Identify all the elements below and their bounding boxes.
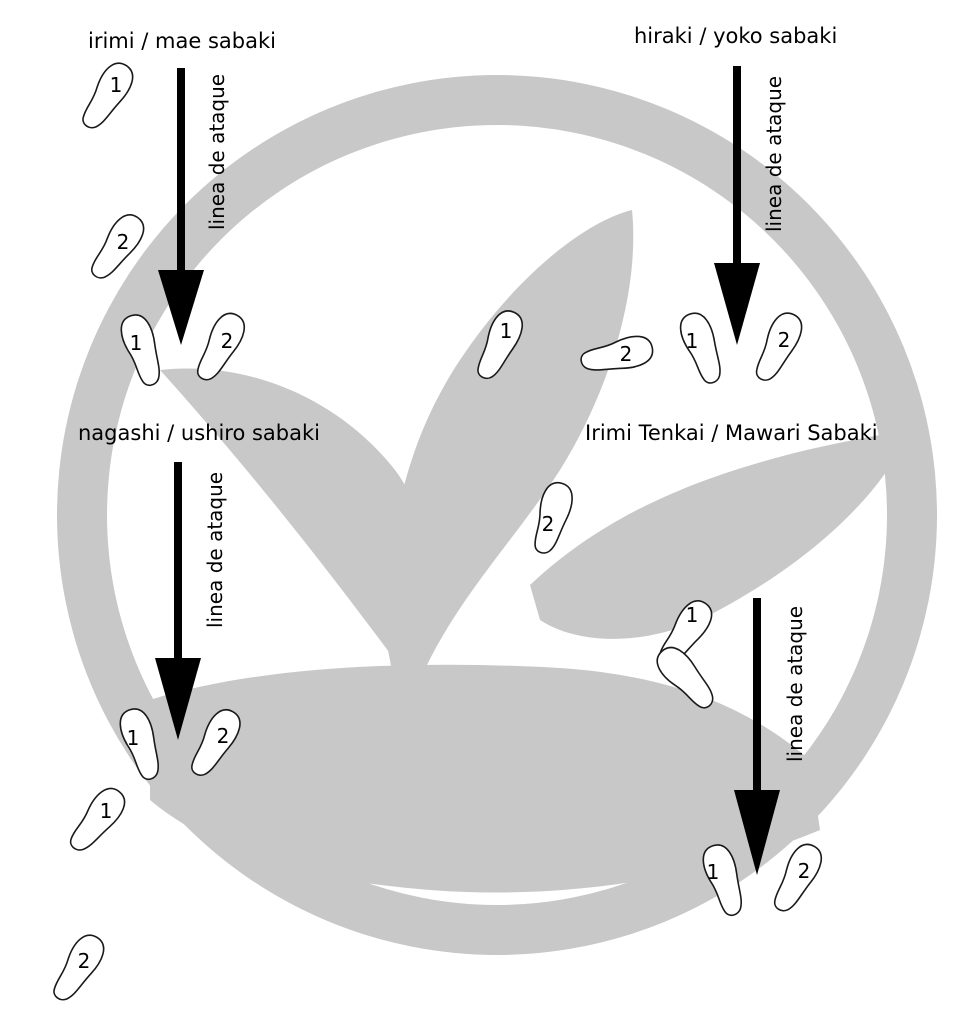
footprint-label: 1: [130, 331, 143, 355]
section-hiraki: hiraki / yoko sabaki linea de ataque 1 2…: [469, 24, 837, 388]
watermark-leaf-right: [530, 430, 910, 639]
section-tenkai: Irimi Tenkai / Mawari Sabaki linea de at…: [526, 421, 878, 920]
watermark-base: [150, 664, 820, 893]
footprint-label: 1: [100, 799, 113, 823]
watermark-emblem: [57, 75, 937, 955]
footprint-label: 2: [778, 328, 791, 352]
section-nagashi: nagashi / ushiro sabaki linea de ataque …: [45, 421, 320, 1008]
section-title: irimi / mae sabaki: [88, 29, 276, 53]
arrow-head: [155, 658, 201, 740]
footprint-label: 2: [798, 859, 811, 883]
attack-label: linea de ataque: [783, 606, 807, 762]
footprint-label: 2: [620, 342, 633, 366]
arrow-head: [714, 263, 760, 345]
footprint-label: 1: [500, 319, 513, 343]
footprint-label: 2: [217, 724, 230, 748]
footprint: [62, 781, 132, 859]
watermark-leaf-left: [160, 368, 422, 660]
footprint-label: 1: [110, 73, 123, 97]
footprint-label: 2: [78, 949, 91, 973]
arrow-head: [734, 790, 780, 875]
footprint-label: 1: [686, 329, 699, 353]
section-title: hiraki / yoko sabaki: [634, 24, 837, 48]
footprint-label: 2: [542, 512, 555, 536]
footprint: [74, 56, 140, 136]
attack-label: linea de ataque: [762, 76, 786, 232]
section-title: Irimi Tenkai / Mawari Sabaki: [585, 421, 878, 445]
footprint-label: 2: [221, 329, 234, 353]
section-title: nagashi / ushiro sabaki: [78, 421, 320, 445]
footprint-label: 1: [686, 603, 699, 627]
arrow-head: [158, 270, 204, 345]
footprint-label: 1: [707, 860, 720, 884]
footprint-label: 1: [127, 726, 140, 750]
attack-label: linea de ataque: [203, 472, 227, 628]
footprint: [674, 308, 730, 388]
section-irimi: irimi / mae sabaki linea de ataque 1 2 1…: [74, 29, 276, 390]
attack-label: linea de ataque: [205, 74, 229, 230]
footprint-label: 2: [117, 230, 130, 254]
watermark-leaf-center: [390, 210, 634, 680]
